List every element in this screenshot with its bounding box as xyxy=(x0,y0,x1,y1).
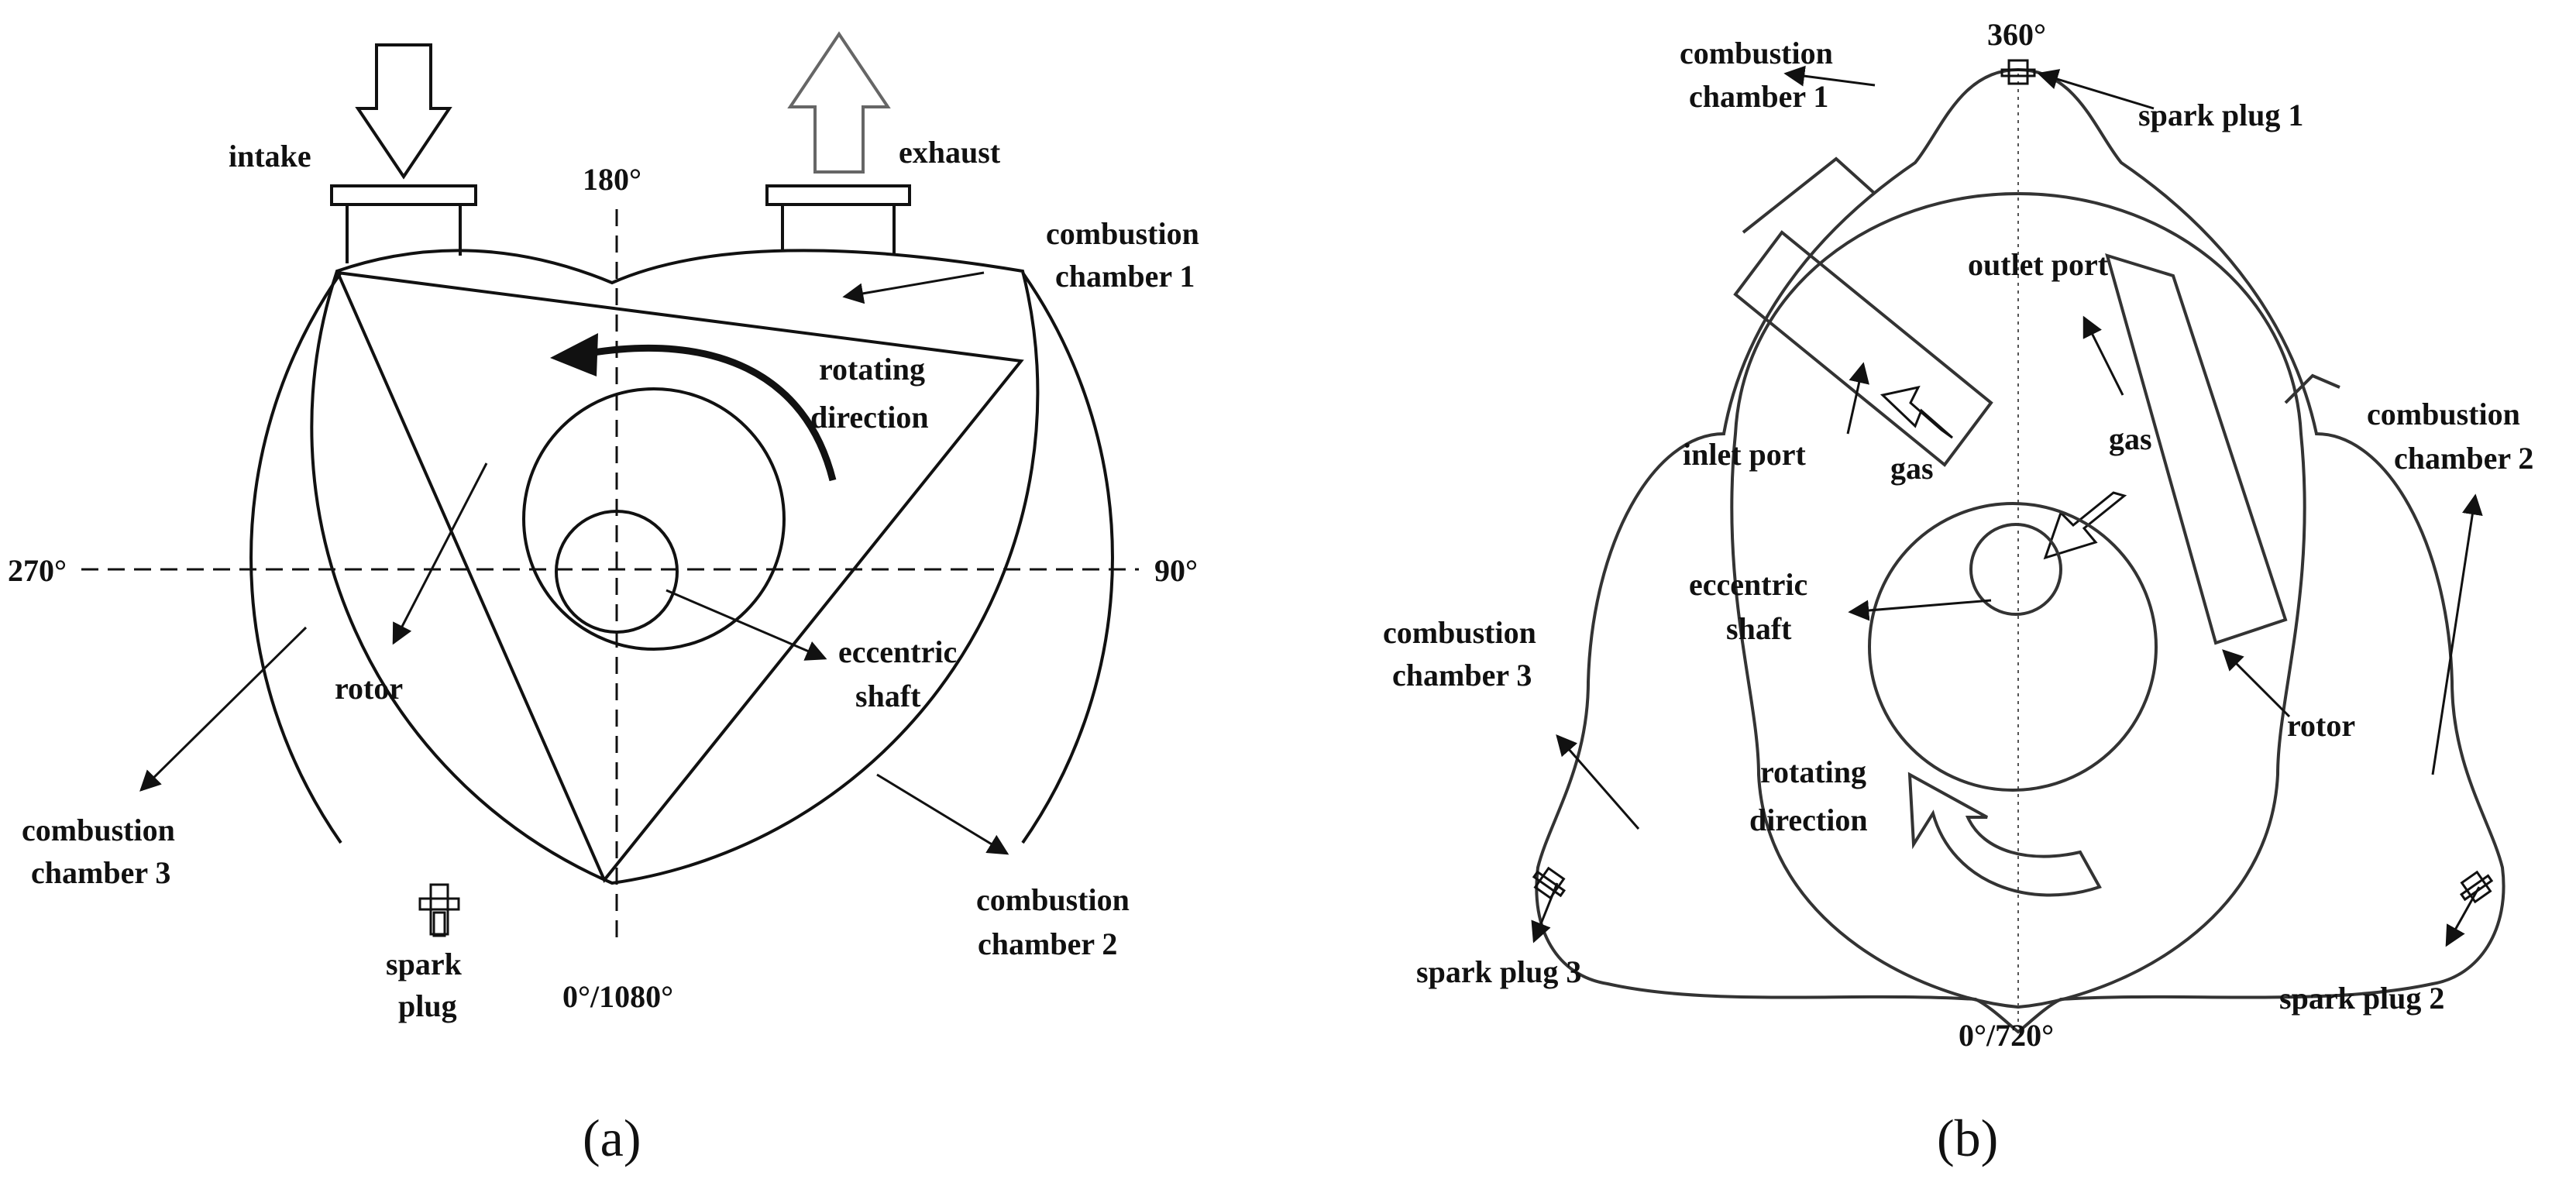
spark-plug-icon xyxy=(418,883,460,937)
caption-b: (b) xyxy=(1937,1109,1998,1167)
rotor-gear-circle xyxy=(522,387,786,651)
eccentric-shaft-b xyxy=(1969,523,2062,616)
intake-label: intake xyxy=(229,139,311,174)
cc3-b-line2: chamber 3 xyxy=(1392,658,1532,693)
cc3-label-line1: combustion xyxy=(22,813,175,847)
spark-label-line2: plug xyxy=(398,988,457,1023)
panel-a: intake exhaust 180° 270° 90° 0°/1080° co… xyxy=(8,31,1199,1167)
housing-a xyxy=(310,249,1040,885)
housing-b xyxy=(1535,67,2505,1034)
cc3-b-line1: combustion xyxy=(1383,615,1536,650)
intake-arrow-icon xyxy=(355,43,452,180)
rotor-b xyxy=(1730,191,2306,1009)
spark-plug-2-label: spark plug 2 xyxy=(2279,981,2444,1016)
rotor-b-label: rotor xyxy=(2287,708,2355,743)
deg-0-1080-label: 0°/1080° xyxy=(562,979,673,1014)
inlet-port-label: inlet port xyxy=(1683,437,1807,472)
spark-plug-3-label: spark plug 3 xyxy=(1416,954,1581,989)
cc2-b-line2: chamber 2 xyxy=(2394,441,2533,476)
spark-plug-3-icon xyxy=(1532,866,1567,900)
rotating-direction-arrow-icon xyxy=(588,345,837,482)
rotor-label: rotor xyxy=(335,671,403,706)
gas-left-label: gas xyxy=(1890,451,1934,486)
caption-a: (a) xyxy=(583,1109,641,1167)
eccentric-label-line1: eccentric xyxy=(838,634,957,669)
eccentric-shaft-a xyxy=(555,510,679,634)
outlet-port-label: outlet port xyxy=(1968,247,2109,282)
eccentric-b-line2: shaft xyxy=(1726,611,1792,646)
deg-180-label: 180° xyxy=(583,162,641,197)
rotating-direction-arrow-icon-b xyxy=(1907,772,2102,897)
rotating-b-line2: direction xyxy=(1749,803,1868,837)
exhaust-arrow-icon xyxy=(787,31,891,174)
inlet-port xyxy=(1733,230,1993,467)
deg-0-720-label: 0°/720° xyxy=(1959,1018,2054,1053)
spark-plug-2-icon xyxy=(2459,870,2494,904)
deg-90-label: 90° xyxy=(1154,553,1198,588)
panel-b: 360° 0°/720° combustion chamber 1 spark … xyxy=(1383,17,2533,1167)
cc2-label-line1: combustion xyxy=(976,882,1130,917)
cc1-label-line2: chamber 1 xyxy=(1055,259,1195,294)
spark-plug-1-label: spark plug 1 xyxy=(2138,98,2303,132)
gas-arrow-icon-left xyxy=(1880,385,1953,439)
exhaust-port xyxy=(765,184,911,206)
cc2-b-line1: combustion xyxy=(2367,397,2520,431)
outlet-port xyxy=(2105,253,2288,645)
gas-arrow-icon-right xyxy=(2043,491,2127,560)
rotating-b-line1: rotating xyxy=(1760,754,1866,789)
rotating-label-line1: rotating xyxy=(819,352,925,387)
rotor-gear-circle-b xyxy=(1868,502,2158,792)
rotor-a xyxy=(335,270,1024,883)
exhaust-label: exhaust xyxy=(899,135,1001,170)
cc3-label-line2: chamber 3 xyxy=(31,855,170,890)
spark-plug-1-icon xyxy=(2000,59,2036,85)
cc1-b-line1: combustion xyxy=(1680,36,1833,70)
cc2-label-line2: chamber 2 xyxy=(978,926,1117,961)
spark-label-line1: spark xyxy=(386,947,463,981)
eccentric-label-line2: shaft xyxy=(855,679,921,713)
deg-270-label: 270° xyxy=(8,553,67,588)
cc1-label-line1: combustion xyxy=(1046,216,1199,251)
rotating-label-line2: direction xyxy=(810,400,929,435)
intake-port xyxy=(330,184,477,206)
gas-right-label: gas xyxy=(2109,421,2152,456)
cc1-b-line2: chamber 1 xyxy=(1689,79,1828,114)
deg-360-label: 360° xyxy=(1987,17,2046,52)
eccentric-b-line1: eccentric xyxy=(1689,567,1807,602)
